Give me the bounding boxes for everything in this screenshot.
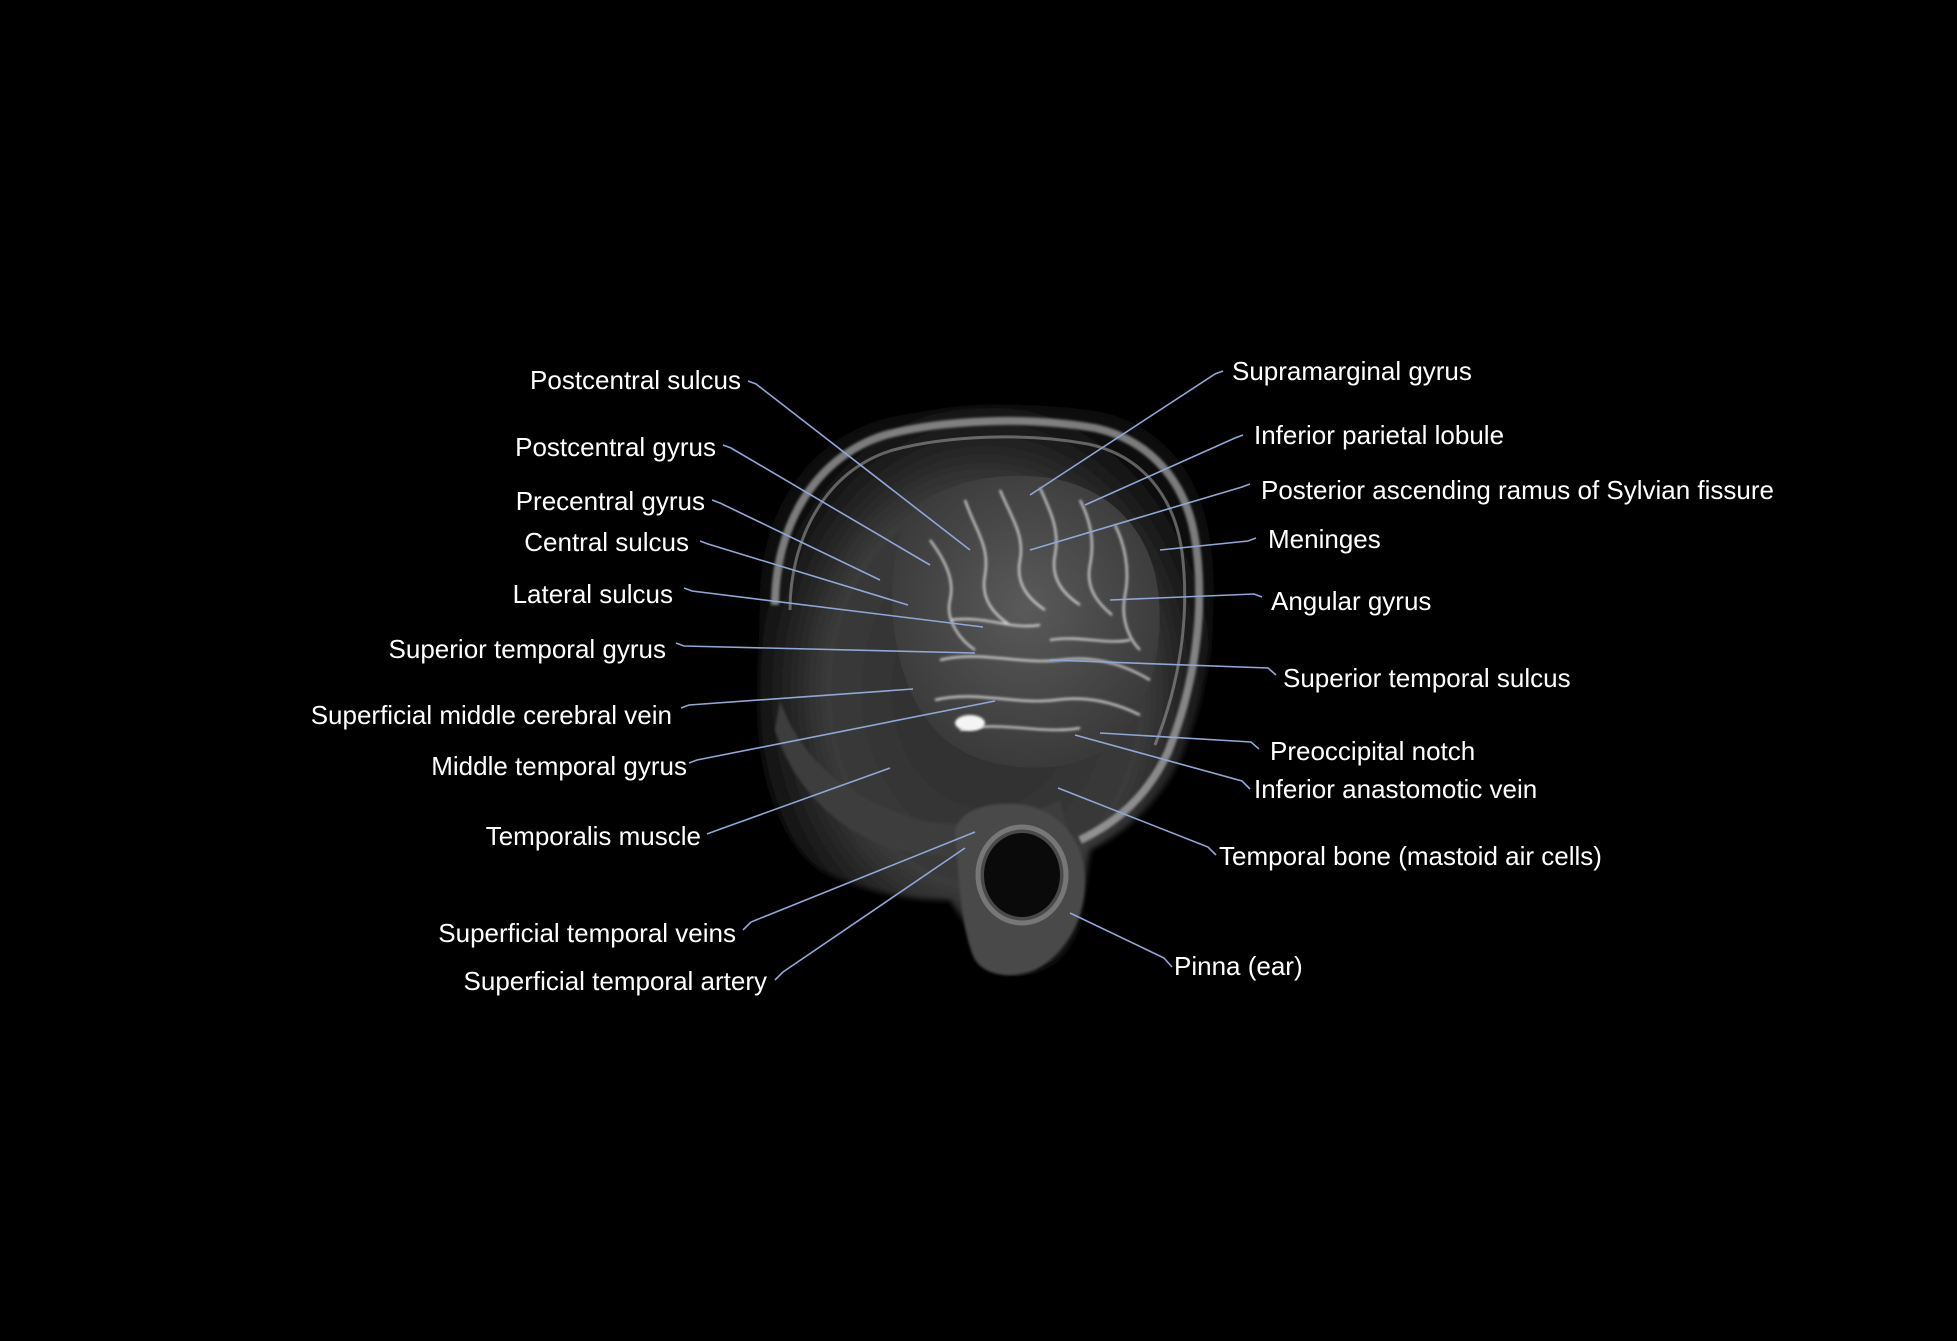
leader-meninges (1159, 537, 1257, 551)
label-temporalis-muscle: Temporalis muscle (485, 821, 701, 851)
label-superior-temporal-sulcus: Superior temporal sulcus (1283, 663, 1571, 693)
label-superficial-temporal-veins: Superficial temporal veins (438, 918, 736, 948)
label-middle-temporal-gyrus: Middle temporal gyrus (431, 751, 687, 781)
label-lateral-sulcus: Lateral sulcus (512, 579, 673, 609)
leader-inferior-parietal-lobule (1084, 434, 1244, 506)
leader-preoccipital-notch (1099, 732, 1260, 750)
leader-temporalis-muscle (706, 767, 891, 835)
leader-superficial-middle-cerebral-vein (680, 688, 914, 709)
label-angular-gyrus: Angular gyrus (1271, 586, 1432, 616)
label-central-sulcus: Central sulcus (524, 527, 689, 557)
ear-region (955, 803, 1085, 976)
label-superficial-temporal-artery: Superficial temporal artery (463, 966, 767, 996)
leader-postcentral-gyrus (722, 444, 931, 566)
leader-postcentral-sulcus (747, 380, 971, 551)
leader-inferior-anastomotic-vein (1074, 734, 1251, 790)
temporalis-region (775, 700, 1070, 858)
leader-superficial-temporal-veins (742, 831, 976, 931)
leader-angular-gyrus (1109, 593, 1263, 601)
leader-middle-temporal-gyrus (688, 700, 996, 764)
leader-central-sulcus (699, 540, 909, 606)
label-pinna: Pinna (ear) (1174, 951, 1303, 981)
label-supramarginal-gyrus: Supramarginal gyrus (1232, 356, 1472, 386)
brain (892, 475, 1160, 768)
label-postcentral-sulcus: Postcentral sulcus (530, 365, 741, 395)
leader-supramarginal-gyrus (1029, 370, 1224, 496)
label-temporal-bone: Temporal bone (mastoid air cells) (1219, 841, 1602, 871)
label-meninges: Meninges (1268, 524, 1381, 554)
leader-lateral-sulcus (683, 587, 984, 628)
label-precentral-gyrus: Precentral gyrus (515, 486, 705, 516)
label-preoccipital-notch: Preoccipital notch (1270, 736, 1476, 766)
leader-temporal-bone (1057, 787, 1217, 856)
leader-pinna (1069, 912, 1173, 968)
label-superficial-middle-cerebral-vein: Superficial middle cerebral vein (310, 700, 672, 730)
label-inferior-parietal-lobule: Inferior parietal lobule (1254, 420, 1505, 450)
label-superior-temporal-gyrus: Superior temporal gyrus (388, 634, 666, 664)
label-inferior-anastomotic-vein: Inferior anastomotic vein (1254, 774, 1538, 804)
leader-superficial-temporal-artery (774, 847, 966, 981)
leader-posterior-ascending-ramus (1029, 483, 1251, 551)
leader-lines (675, 370, 1277, 981)
label-posterior-ascending-ramus: Posterior ascending ramus of Sylvian fis… (1261, 475, 1775, 505)
leader-superior-temporal-sulcus (1049, 659, 1277, 676)
leader-precentral-gyrus (711, 499, 881, 581)
label-postcentral-gyrus: Postcentral gyrus (515, 432, 716, 462)
leader-superior-temporal-gyrus (675, 642, 976, 654)
